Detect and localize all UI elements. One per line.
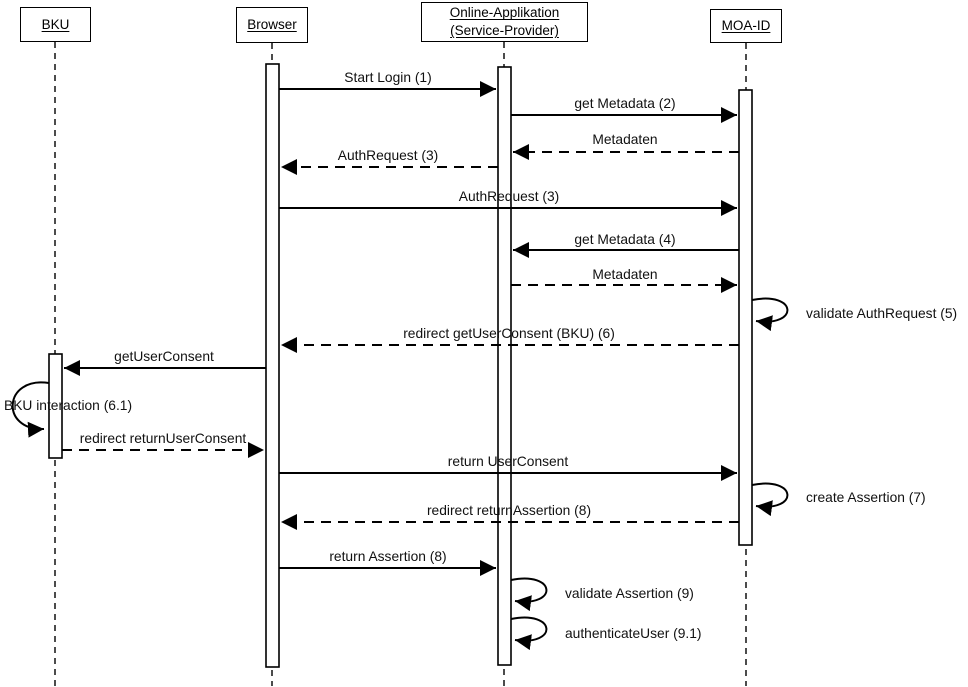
msg-validate-assertion-label: validate Assertion (9) (565, 586, 694, 601)
browser-activation-bar (265, 63, 280, 668)
service-provider-activation-bar (497, 66, 512, 666)
msg-metadaten-return-2-label: Metadaten (592, 267, 657, 282)
msg-authenticateuser-selfloop (510, 616, 548, 651)
msg-redirect-returnassertion-label: redirect returnAssertion (8) (427, 503, 591, 518)
actor-bku-label: BKU (41, 16, 70, 32)
actor-service-provider: Online-Applikation (Service-Provider) (421, 2, 588, 42)
actor-browser-label: Browser (247, 17, 297, 33)
msg-metadaten-return-label: Metadaten (592, 132, 657, 147)
msg-validate-assertion-selfloop (510, 577, 548, 612)
msg-validate-authrequest-selfloop (751, 297, 789, 332)
msg-redirect-returnuserconsent-label: redirect returnUserConsent (80, 431, 247, 446)
msg-return-userconsent-label: return UserConsent (448, 454, 569, 469)
actor-service-provider-label: Online-Applikation (Service-Provider) (449, 5, 560, 38)
actor-bku: BKU (20, 7, 91, 42)
msg-authrequest-label: AuthRequest (3) (459, 189, 559, 204)
msg-authenticateuser-label: authenticateUser (9.1) (565, 626, 702, 641)
msg-getuserconsent-label: getUserConsent (114, 349, 214, 364)
msg-return-assertion-label: return Assertion (8) (329, 549, 446, 564)
msg-start-login-label: Start Login (1) (344, 70, 431, 85)
bku-activation-bar (48, 353, 63, 459)
msg-redirect-getuserconsent-label: redirect getUserConsent (BKU) (6) (403, 326, 615, 341)
msg-get-metadata-2-label: get Metadata (2) (574, 96, 675, 111)
msg-validate-authrequest-label: validate AuthRequest (5) (806, 306, 957, 321)
msg-create-assertion-label: create Assertion (7) (806, 490, 926, 505)
actor-moa-id-label: MOA-ID (721, 18, 771, 34)
msg-create-assertion-selfloop (751, 482, 789, 517)
actor-moa-id: MOA-ID (710, 9, 782, 43)
actor-browser: Browser (236, 7, 308, 43)
msg-get-metadata-4-label: get Metadata (4) (574, 232, 675, 247)
moa-id-activation-bar (738, 89, 753, 546)
msg-bku-interaction-label: BKU interaction (6.1) (4, 398, 132, 413)
msg-authrequest-return-label: AuthRequest (3) (338, 148, 438, 163)
msg-bku-interaction-selfloop (11, 381, 50, 438)
